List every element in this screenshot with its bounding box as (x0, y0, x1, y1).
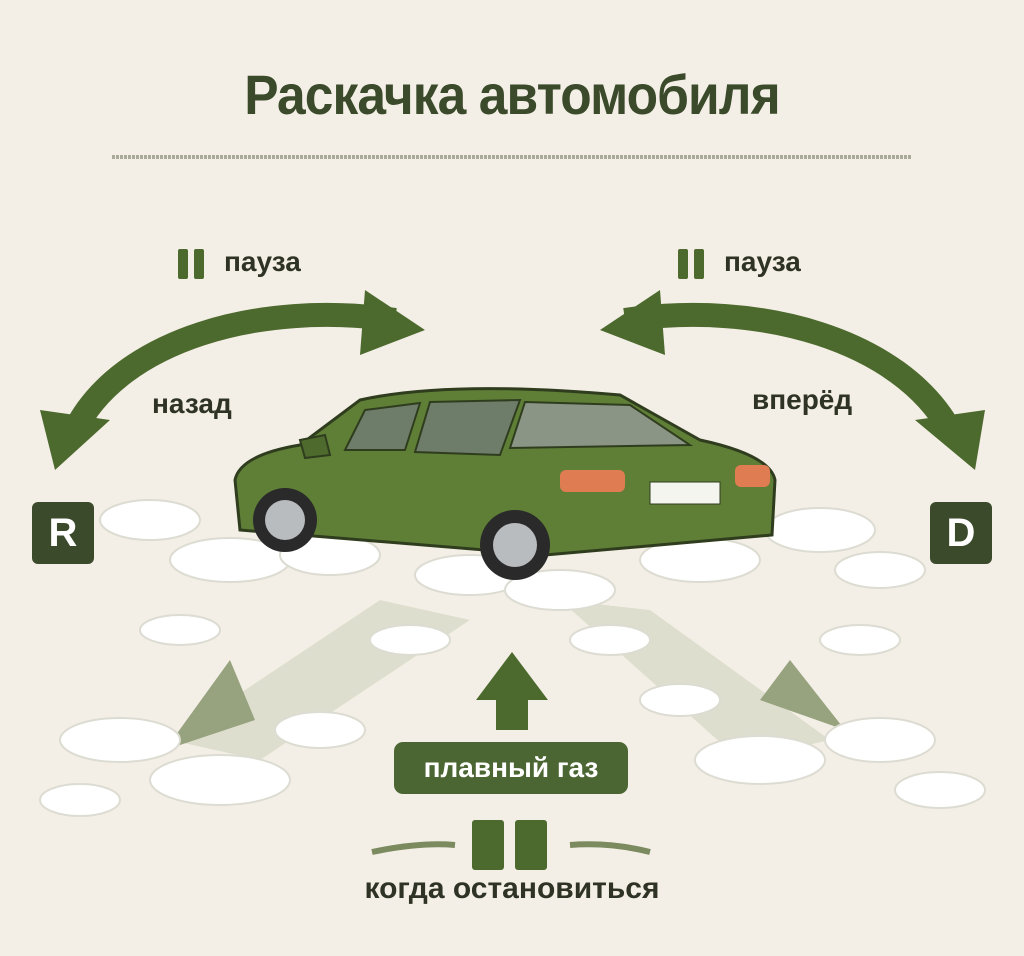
page-title: Раскачка автомобиля (244, 63, 780, 126)
back-label: назад (152, 388, 232, 419)
tail-light-left (560, 470, 625, 492)
up-arrow-icon (476, 652, 548, 730)
car-illustration (233, 387, 777, 580)
back-curve-arrow (64, 303, 397, 436)
pause-icon (694, 248, 704, 279)
throttle-badge: плавный газ (394, 742, 628, 794)
forward-label: вперёд (752, 384, 853, 415)
back-arrow-tail-head (360, 290, 425, 355)
stop-line-right (569, 841, 651, 855)
track-arrow-left (165, 660, 255, 750)
gear-d-badge: D (930, 502, 992, 564)
pause-icon (678, 248, 688, 279)
stop-line-left (371, 841, 456, 855)
stop-pause-bar-right (515, 820, 547, 870)
forward-arrow-tail-head (600, 290, 665, 355)
back-arrow-head (40, 410, 110, 470)
side-mirror (298, 433, 332, 460)
track-arrow-right (760, 660, 845, 730)
stop-label: когда остановиться (364, 872, 660, 905)
right-pause-label: пауза (724, 246, 801, 277)
tail-light-right (735, 465, 770, 487)
right-pause: пауза (678, 246, 801, 279)
gear-r-badge: R (32, 502, 94, 564)
forward-arrow-head (915, 410, 985, 470)
license-plate (649, 481, 721, 505)
pause-icon (194, 248, 204, 279)
stop-pause-bar-left (472, 820, 504, 870)
left-pause: пауза (178, 246, 301, 279)
forward-curve-arrow (623, 303, 961, 437)
pause-icon (178, 248, 188, 279)
left-pause-label: пауза (224, 246, 301, 277)
